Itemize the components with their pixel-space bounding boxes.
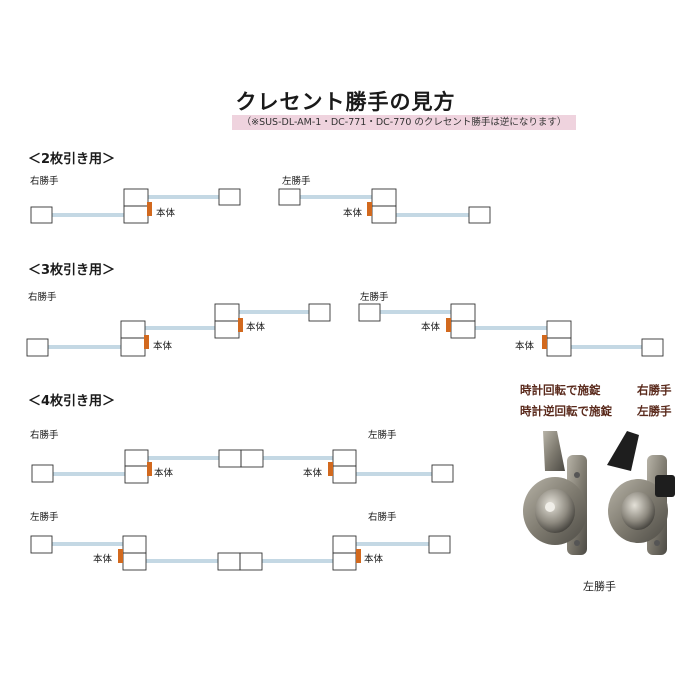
reverse-note: （※SUS-DL-AM-1・DC-771・DC-770 のクレセント勝手は逆にな… [232,115,576,130]
four-a-left-hand-label: 左勝手 [368,430,397,441]
three-panel-left-hand-diagram [358,303,664,357]
four-panel-row-a-diagram [31,449,454,484]
crescent-body-marker [118,549,123,563]
three-left-hand-label: 左勝手 [360,292,389,303]
four-a-right-hand-label: 右勝手 [30,430,59,441]
section-three-heading: ＜3枚引き用＞ [28,263,116,278]
four-panel-row-b-diagram [30,535,451,571]
crescent-body-marker [367,202,372,216]
body-label: 本体 [153,341,173,352]
section-two-heading: ＜2枚引き用＞ [28,152,116,167]
crescent-body-marker [446,318,451,332]
body-label: 本体 [93,554,113,565]
crescent-lock-photo [523,431,675,555]
crescent-body-marker [328,462,333,476]
crescent-body-marker [147,462,152,476]
legend-ccw-hand: 左勝手 [637,404,672,418]
crescent-body-marker [144,335,149,349]
legend-cw-text: 時計回転で施錠 [520,383,601,397]
crescent-body-marker [147,202,152,216]
section-four-heading: ＜4枚引き用＞ [28,394,116,409]
legend-ccw-text: 時計逆回転で施錠 [520,404,612,418]
body-label: 本体 [515,341,535,352]
crescent-body-marker [238,318,243,332]
body-label: 本体 [421,322,441,333]
four-b-left-hand-label: 左勝手 [30,512,59,523]
two-panel-right-hand-diagram [30,188,241,224]
body-label: 本体 [156,208,176,219]
body-label: 本体 [246,322,266,333]
crescent-body-marker [356,549,361,563]
photo-caption: 左勝手 [583,580,616,593]
two-panel-left-hand-diagram [278,188,491,224]
body-label: 本体 [154,468,174,479]
body-label: 本体 [303,468,323,479]
three-right-hand-label: 右勝手 [28,292,57,303]
crescent-lock-right [607,431,675,555]
crescent-lock-left [523,431,587,555]
legend-cw-hand: 右勝手 [637,383,672,397]
body-label: 本体 [343,208,363,219]
two-left-hand-label: 左勝手 [282,176,311,187]
three-panel-right-hand-diagram [26,303,331,357]
four-b-right-hand-label: 右勝手 [368,512,397,523]
two-right-hand-label: 右勝手 [30,176,59,187]
body-label: 本体 [364,554,384,565]
page-title: クレセント勝手の見方 [235,90,456,114]
crescent-body-marker [542,335,547,349]
